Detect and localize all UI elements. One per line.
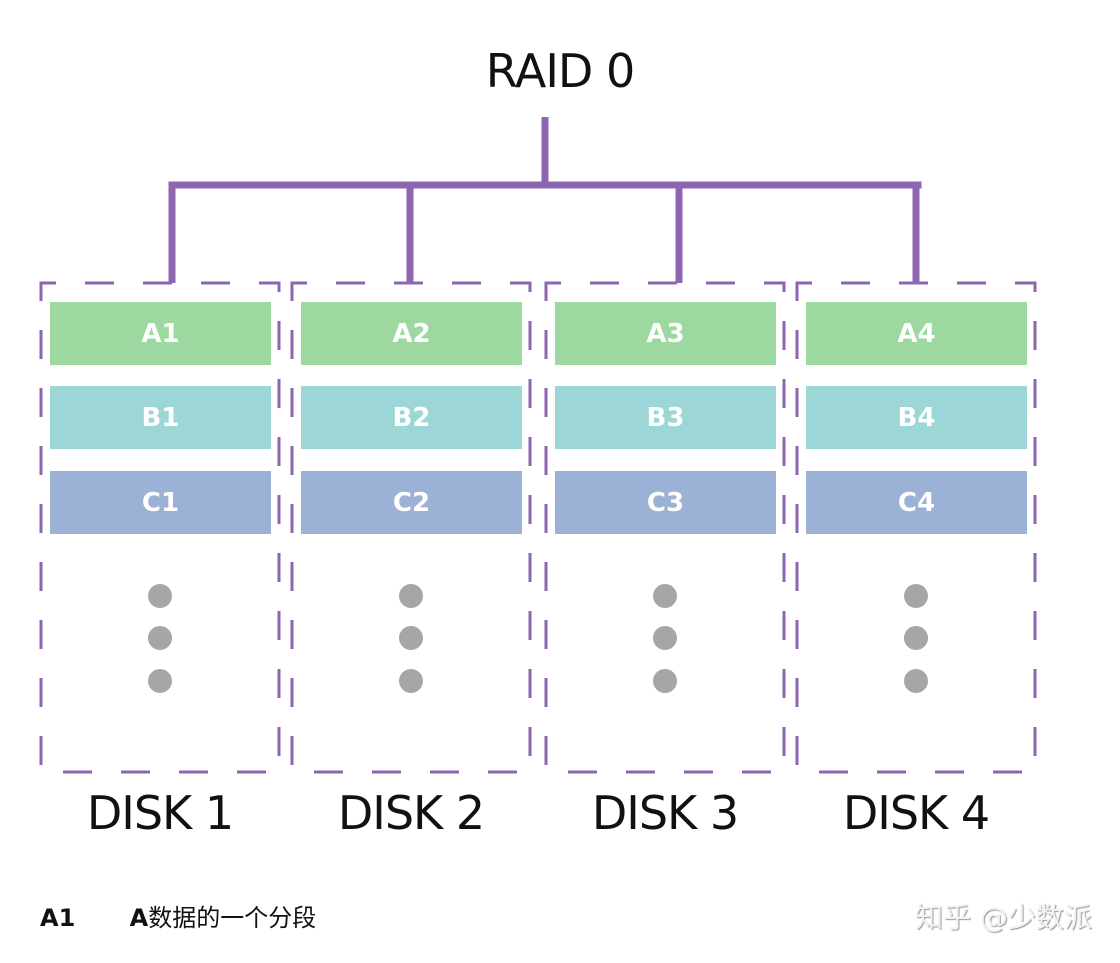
legend-description: A数据的一个分段 [130,904,317,932]
connector-tree [168,117,922,283]
data-block-a2: A2 [301,302,522,365]
data-block-b3: B3 [555,386,776,449]
legend: A1 A数据的一个分段 [40,898,316,933]
disk-label-3: DISK 3 [591,786,739,840]
ellipsis-dot [148,669,172,693]
data-block-c3: C3 [555,471,776,534]
ellipsis-dot [399,626,423,650]
disk-frames [39,281,1037,774]
disk-frame-1 [39,281,281,774]
disk-label-4: DISK 4 [842,786,990,840]
data-block-a4: A4 [806,302,1027,365]
data-block-b2: B2 [301,386,522,449]
disk-frame-4 [795,281,1037,774]
ellipsis-dot [653,584,677,608]
watermark: 知乎 @少数派 [915,901,1092,934]
legend-desc-prefix: A [129,904,149,932]
ellipsis-dot [904,669,928,693]
legend-key: A1 [40,904,76,932]
ellipsis-dot [653,626,677,650]
ellipsis-dot [399,669,423,693]
legend-desc-text: 数据的一个分段 [148,904,317,932]
ellipsis-dot [904,584,928,608]
ellipsis-dots [148,584,928,693]
data-block-b4: B4 [806,386,1027,449]
ellipsis-dot [904,626,928,650]
data-block-c1: C1 [50,471,271,534]
disk-label-2: DISK 2 [337,786,485,840]
data-block-c2: C2 [301,471,522,534]
ellipsis-dot [653,669,677,693]
data-block-a1: A1 [50,302,271,365]
data-block-c4: C4 [806,471,1027,534]
disk-frame-3 [544,281,786,774]
ellipsis-dot [148,584,172,608]
data-block-b1: B1 [50,386,271,449]
disk-label-1: DISK 1 [86,786,234,840]
diagram-title: RAID 0 [485,44,635,98]
disk-frame-2 [290,281,532,774]
data-block-a3: A3 [555,302,776,365]
ellipsis-dot [399,584,423,608]
ellipsis-dot [148,626,172,650]
